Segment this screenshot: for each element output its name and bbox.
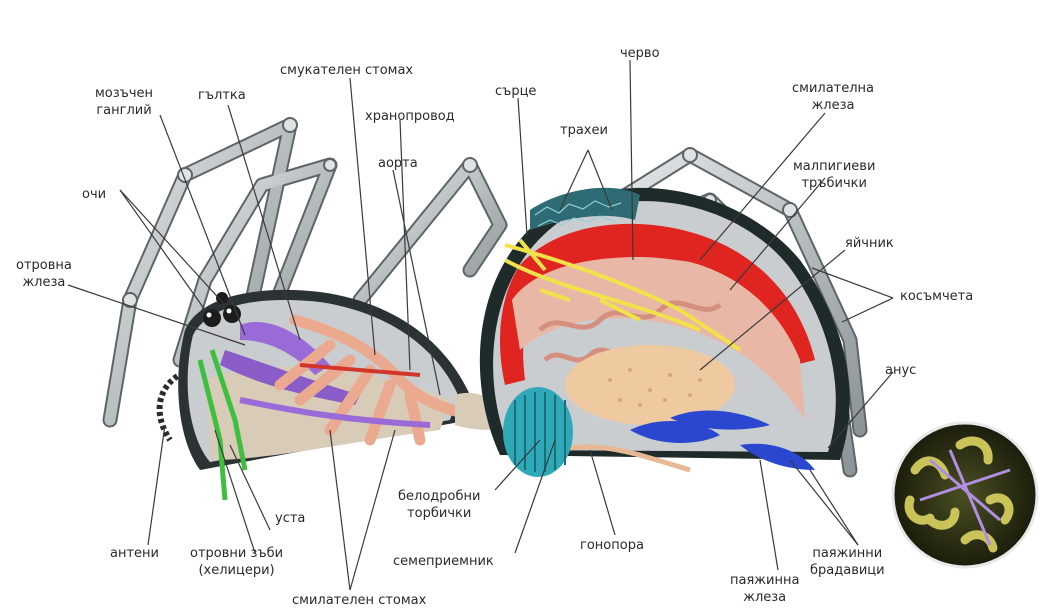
label-sucking-stomach: смукателен стомах [280, 62, 413, 79]
label-antennae: антени [110, 545, 159, 562]
label-anus: анус [885, 362, 916, 379]
eye [203, 309, 221, 327]
book-lung [503, 387, 573, 477]
label-hairs: косъмчета [900, 288, 973, 305]
label-aorta: аорта [378, 155, 418, 172]
silk-fiber-micrograph-icon [893, 423, 1037, 567]
label-pharynx: гълтка [198, 87, 246, 104]
label-esophagus: хранопровод [365, 108, 455, 125]
label-gonopore: гонопора [580, 537, 644, 554]
cephalothorax [178, 290, 500, 500]
label-digestive-stomach: смилателен стомах [292, 592, 426, 609]
label-mouth: уста [275, 510, 305, 527]
label-fangs: отровни зъби(хелицери) [190, 545, 283, 579]
eye [223, 305, 241, 323]
label-heart: сърце [495, 83, 536, 100]
label-eyes: очи [82, 186, 106, 203]
label-ovary: яйчник [845, 235, 894, 252]
label-intestine: черво [620, 45, 660, 62]
label-tracheae: трахеи [560, 122, 608, 139]
label-spermatheca: семеприемник [393, 553, 494, 570]
